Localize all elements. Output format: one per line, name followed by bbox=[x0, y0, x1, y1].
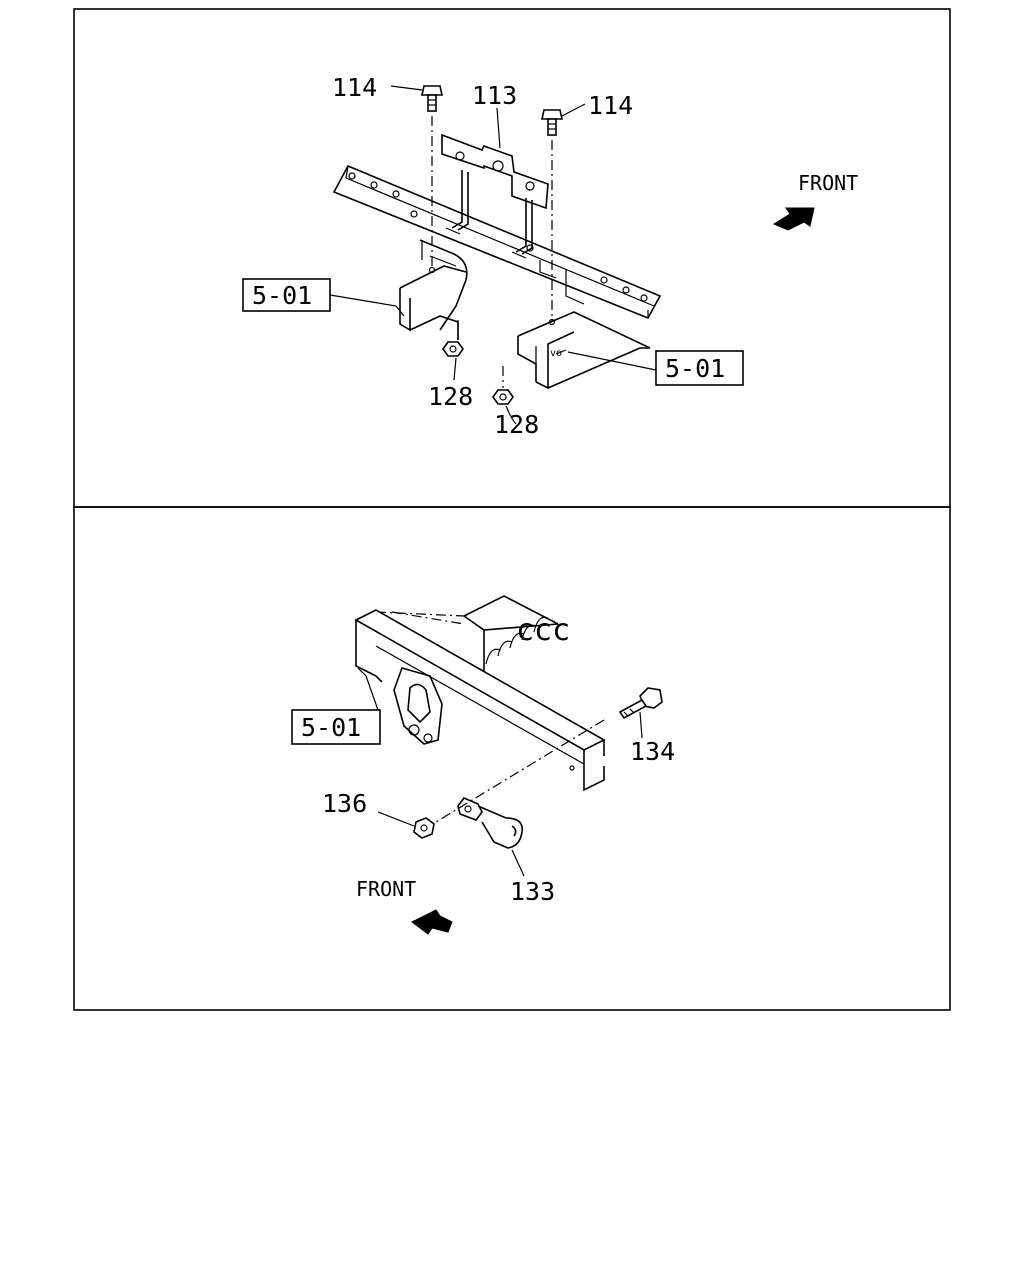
label-5-01-left: 5-01 bbox=[252, 281, 312, 310]
cross-member bbox=[354, 609, 606, 792]
label-128-right: 128 bbox=[494, 410, 539, 439]
nut-128-left bbox=[442, 341, 464, 357]
bolt-114-right bbox=[541, 109, 563, 136]
ref-box-right bbox=[655, 350, 744, 386]
bolt-114-left bbox=[421, 85, 443, 112]
ref-box-left bbox=[242, 278, 331, 312]
rail bbox=[332, 164, 662, 320]
front-arrow-top-icon bbox=[772, 207, 815, 231]
frame-member-right: vo bbox=[517, 260, 651, 390]
tow-bracket bbox=[393, 667, 443, 745]
frame-member-left bbox=[399, 239, 468, 340]
label-136: 136 bbox=[322, 789, 367, 818]
label-5-01-bottom: 5-01 bbox=[301, 713, 361, 742]
label-113: 113 bbox=[472, 81, 517, 110]
front-arrow-bottom-icon bbox=[411, 909, 453, 935]
top-panel: vo 114 113 114 5-01 5-01 128 128 FRONT bbox=[242, 73, 858, 439]
tow-hook-133 bbox=[457, 797, 523, 849]
front-label-top: FRONT bbox=[798, 171, 858, 195]
label-134: 134 bbox=[630, 737, 675, 766]
ref-box-bottom bbox=[291, 709, 381, 745]
label-128-left: 128 bbox=[428, 382, 473, 411]
label-133: 133 bbox=[510, 877, 555, 906]
nut-128-right bbox=[492, 389, 514, 405]
label-114-right: 114 bbox=[588, 91, 633, 120]
label-114-left: 114 bbox=[332, 73, 377, 102]
bracket-113 bbox=[441, 133, 549, 259]
svg-text:vo: vo bbox=[550, 348, 562, 359]
front-label-bottom: FRONT bbox=[356, 877, 416, 901]
svg-text:ccc: ccc bbox=[516, 613, 570, 648]
label-5-01-right: 5-01 bbox=[665, 354, 725, 383]
bottom-panel: ccc bbox=[291, 595, 675, 935]
bolt-134 bbox=[618, 687, 663, 720]
bottom-panel-frame bbox=[73, 506, 951, 1011]
nut-136 bbox=[413, 817, 435, 839]
